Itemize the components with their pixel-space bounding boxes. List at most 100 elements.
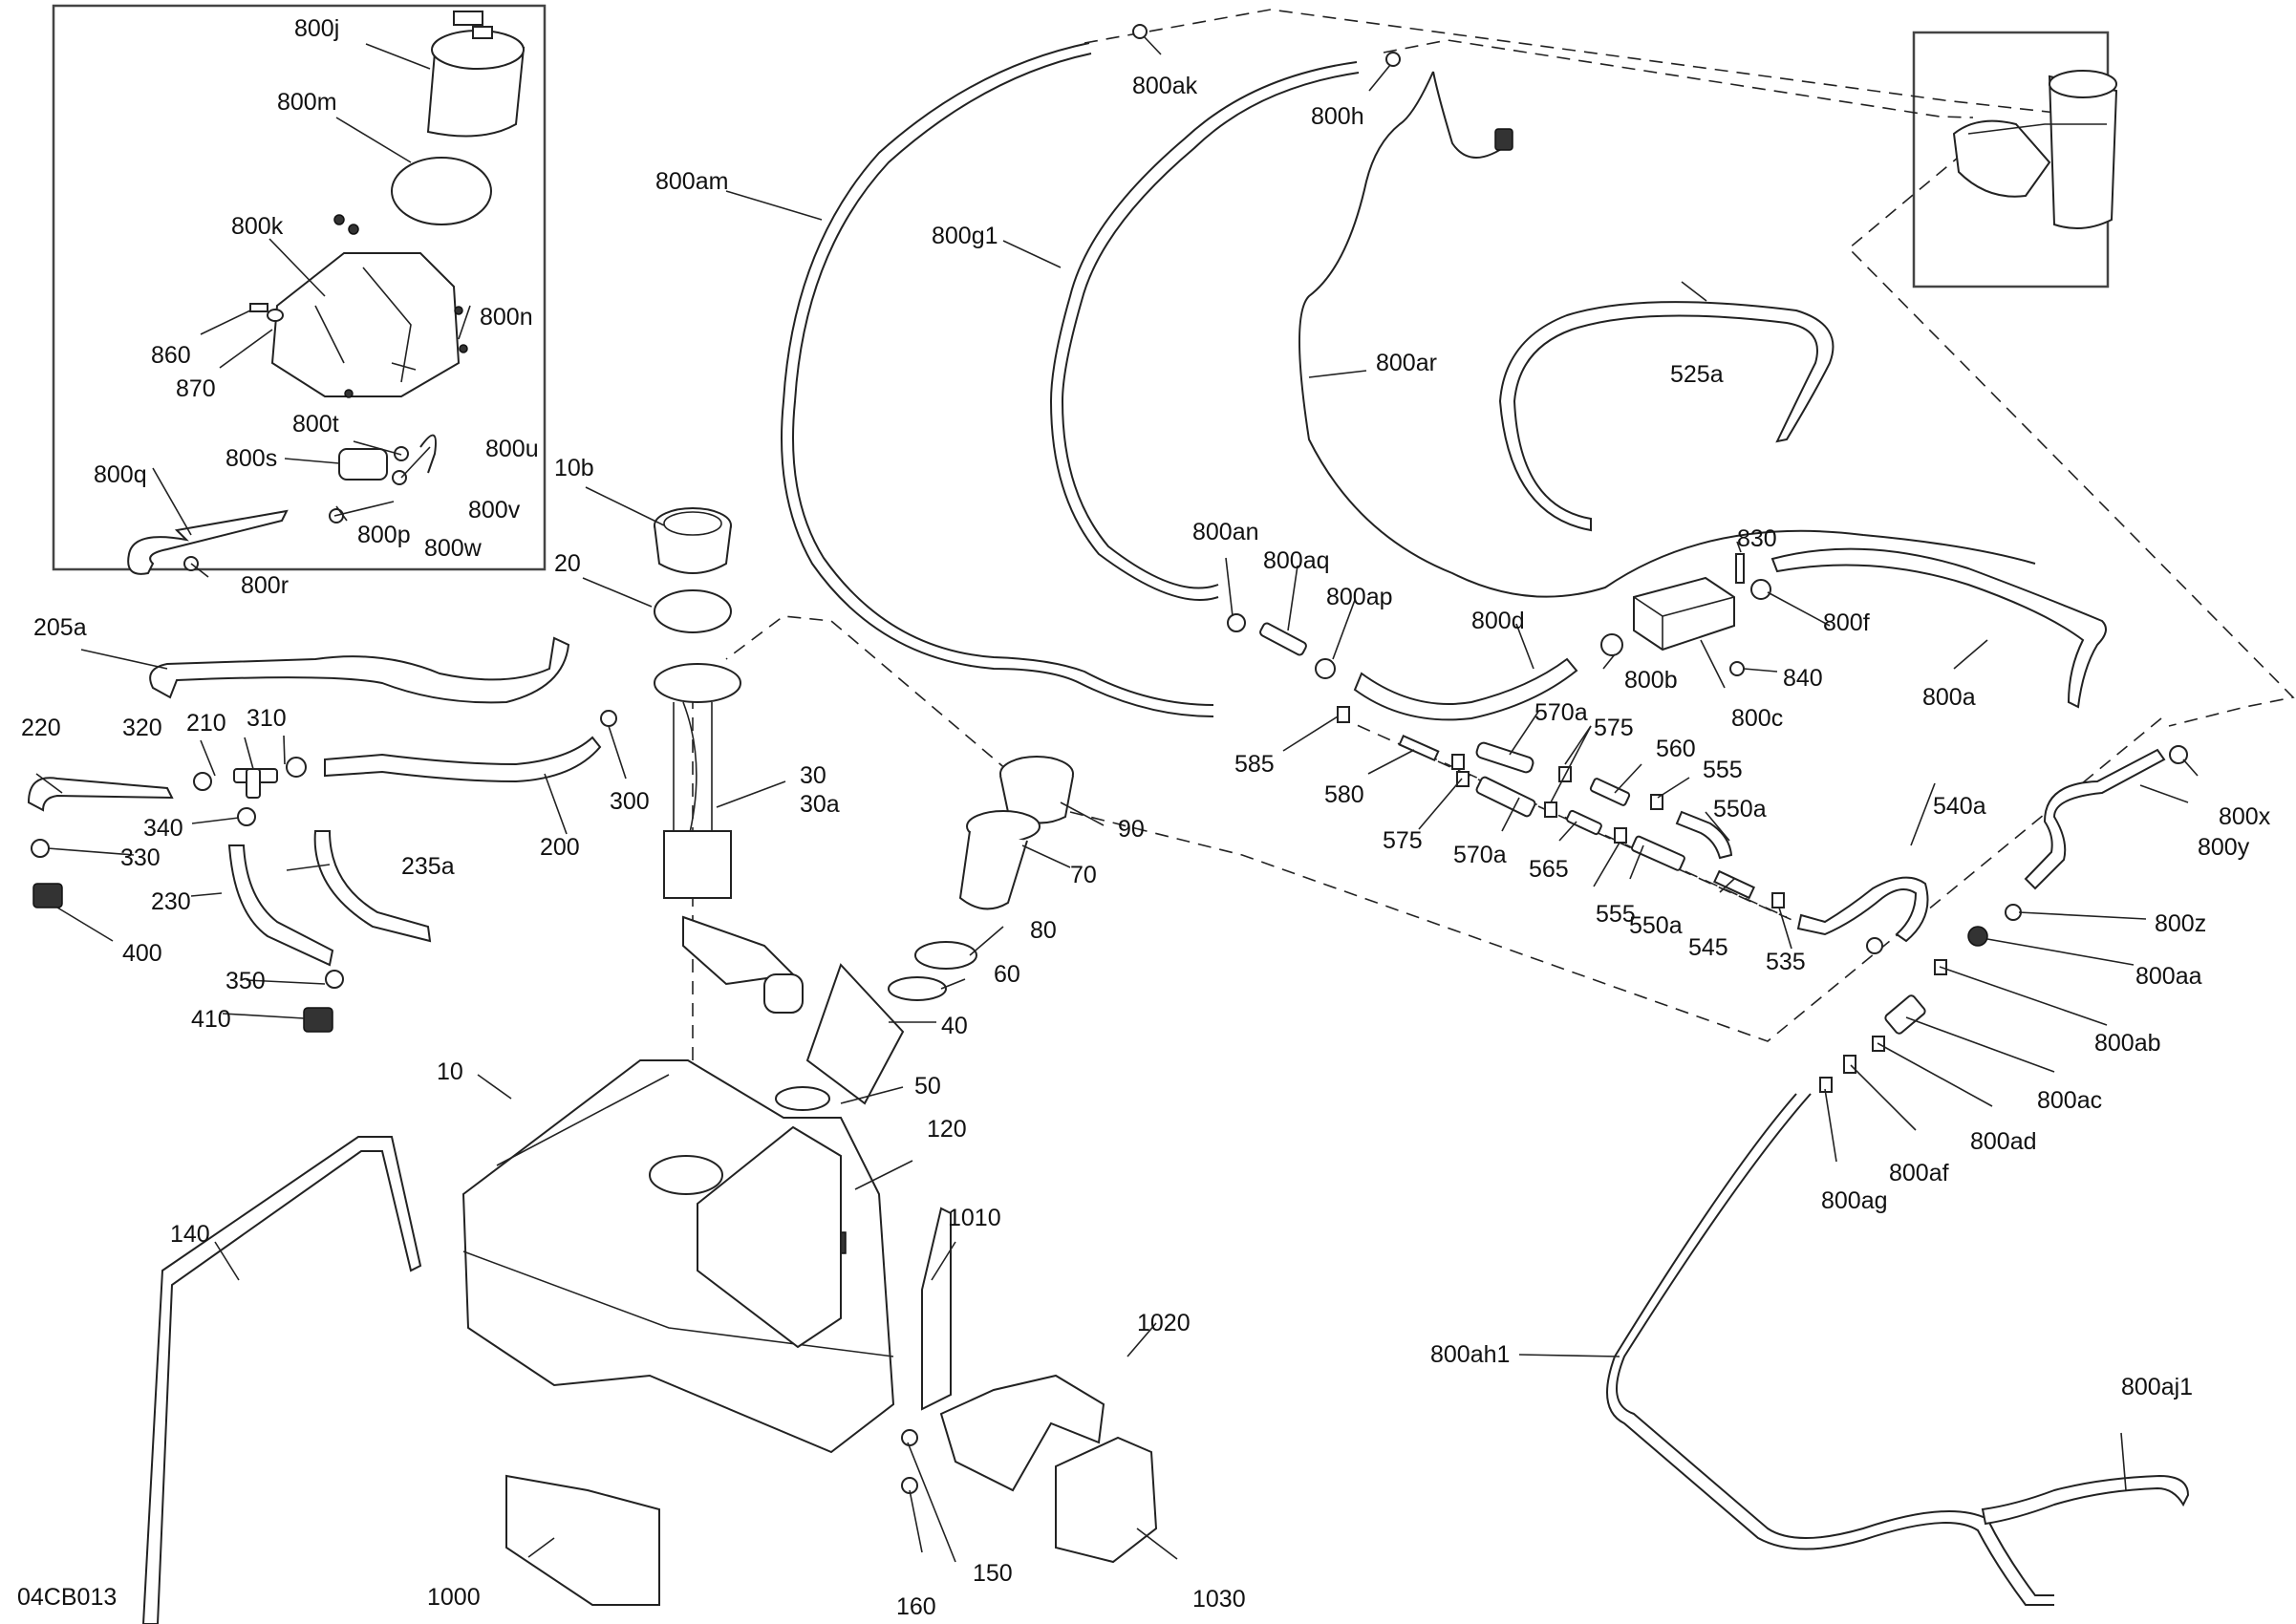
callout-800af: 800af <box>1889 1160 1949 1186</box>
clamp-555 <box>1614 827 1627 844</box>
hose-800am-inner <box>792 53 1214 706</box>
harness-800ar <box>1298 71 2036 598</box>
callout-800ab: 800ab <box>2094 1030 2161 1057</box>
callout-580: 580 <box>1324 781 1364 808</box>
assembly-guide-line <box>1847 152 2295 727</box>
clamp-350 <box>325 970 344 989</box>
filler-neck-70 <box>958 810 1041 910</box>
leader-lines <box>35 35 2199 1563</box>
clamp-60 <box>888 976 947 1001</box>
callout-800ac: 800ac <box>2037 1087 2102 1114</box>
connector-800ar <box>1494 128 1513 151</box>
callout-800k: 800k <box>231 213 284 240</box>
lock-ring-10b <box>654 507 732 574</box>
clamp-800x <box>2169 745 2188 764</box>
callout-570a-top: 570a <box>1534 699 1588 726</box>
canister-bracket-800k <box>249 214 468 398</box>
clamp-800ak <box>1132 24 1148 39</box>
clamp-535 <box>1771 892 1785 908</box>
hose-205a <box>149 636 570 704</box>
clamp-800z <box>2005 904 2022 921</box>
hose-800y <box>2024 748 2166 890</box>
callout-labels: 800j 800m 800k 800n 860 870 800t 800u 80… <box>17 15 2271 1620</box>
callout-40: 40 <box>941 1013 968 1039</box>
hose-800am <box>781 42 1214 717</box>
callout-525a: 525a <box>1670 361 1724 388</box>
fuel-cap-90 <box>999 756 1074 824</box>
hose-800a <box>1770 547 2107 709</box>
clamp-800ag <box>1819 1077 1833 1093</box>
clamp-555 <box>1650 794 1663 810</box>
callout-400: 400 <box>122 940 162 967</box>
callout-800aj1: 800aj1 <box>2121 1374 2193 1400</box>
callout-60: 60 <box>994 961 1020 988</box>
callout-140: 140 <box>170 1221 210 1248</box>
fitting-400 <box>32 883 63 908</box>
callout-800h: 800h <box>1311 103 1364 130</box>
callout-300: 300 <box>610 788 650 815</box>
callout-545: 545 <box>1688 934 1728 961</box>
callout-800j: 800j <box>294 15 339 42</box>
tee-fitting-210 <box>233 768 278 799</box>
callout-90: 90 <box>1118 816 1145 843</box>
assembly-guide-line <box>1084 9 2074 116</box>
callout-800s: 800s <box>225 445 277 472</box>
figure-code: 04CB013 <box>17 1584 117 1611</box>
callout-150: 150 <box>973 1560 1013 1587</box>
inset-box-evap-canister-exploded <box>52 4 547 571</box>
clamp-340 <box>237 807 256 826</box>
fuel-filter-800s <box>329 434 437 524</box>
callout-800aq: 800aq <box>1263 547 1330 574</box>
callout-800an: 800an <box>1192 519 1259 545</box>
fitting-580 <box>1398 734 1440 762</box>
fitting-800aa <box>1967 926 1988 947</box>
callout-800p: 800p <box>357 522 411 548</box>
canister-assembly-icon <box>1952 70 2118 229</box>
callout-800ak: 800ak <box>1132 73 1198 99</box>
evap-valve-800c <box>1633 576 1735 652</box>
callout-800d: 800d <box>1471 608 1525 634</box>
callout-330: 330 <box>120 844 161 871</box>
hose-800ah1-inner <box>1606 1093 2054 1606</box>
callout-20: 20 <box>554 550 581 577</box>
clamp-800b <box>1600 633 1623 656</box>
callout-220: 220 <box>21 715 61 741</box>
callout-30: 30 <box>800 762 826 789</box>
callout-555-top: 555 <box>1703 757 1743 783</box>
callout-550a-top: 550a <box>1713 796 1767 823</box>
callout-800z: 800z <box>2155 910 2206 937</box>
fitting-800aq <box>1259 622 1307 656</box>
callout-350: 350 <box>225 968 266 994</box>
callout-800c: 800c <box>1731 705 1783 732</box>
callout-320: 320 <box>122 715 162 741</box>
hose-800q <box>127 509 289 575</box>
canister-800j <box>426 11 526 138</box>
hose-800g1 <box>1049 61 1358 601</box>
callout-800t: 800t <box>292 411 339 438</box>
hose-800g1-inner <box>1061 72 1360 589</box>
callout-235a: 235a <box>401 853 455 880</box>
callout-230: 230 <box>151 888 191 915</box>
callout-200: 200 <box>540 834 580 861</box>
callout-30a: 30a <box>800 791 840 818</box>
clamp-800h <box>1385 52 1401 67</box>
clamp-320 <box>193 772 212 791</box>
callout-800f: 800f <box>1823 609 1870 636</box>
callout-410: 410 <box>191 1006 231 1033</box>
callout-555-bottom: 555 <box>1596 901 1636 928</box>
callout-800m: 800m <box>277 89 337 116</box>
hose-570a-top <box>1475 741 1534 774</box>
clamp-575 <box>1456 771 1470 787</box>
heat-shield-1000 <box>505 1474 660 1606</box>
callout-575-bottom: 575 <box>1383 827 1423 854</box>
hose-550a-bottom <box>1631 835 1685 871</box>
hose-235a <box>313 830 432 943</box>
clamp-800ap <box>1315 658 1336 679</box>
callout-800g1: 800g1 <box>932 223 998 249</box>
callout-800x: 800x <box>2219 803 2271 830</box>
clamp-50 <box>775 1086 830 1111</box>
hose-800aj1 <box>1981 1474 2190 1526</box>
callout-10b: 10b <box>554 455 594 481</box>
hose-540a <box>1796 876 1929 943</box>
callout-1020: 1020 <box>1137 1310 1191 1336</box>
